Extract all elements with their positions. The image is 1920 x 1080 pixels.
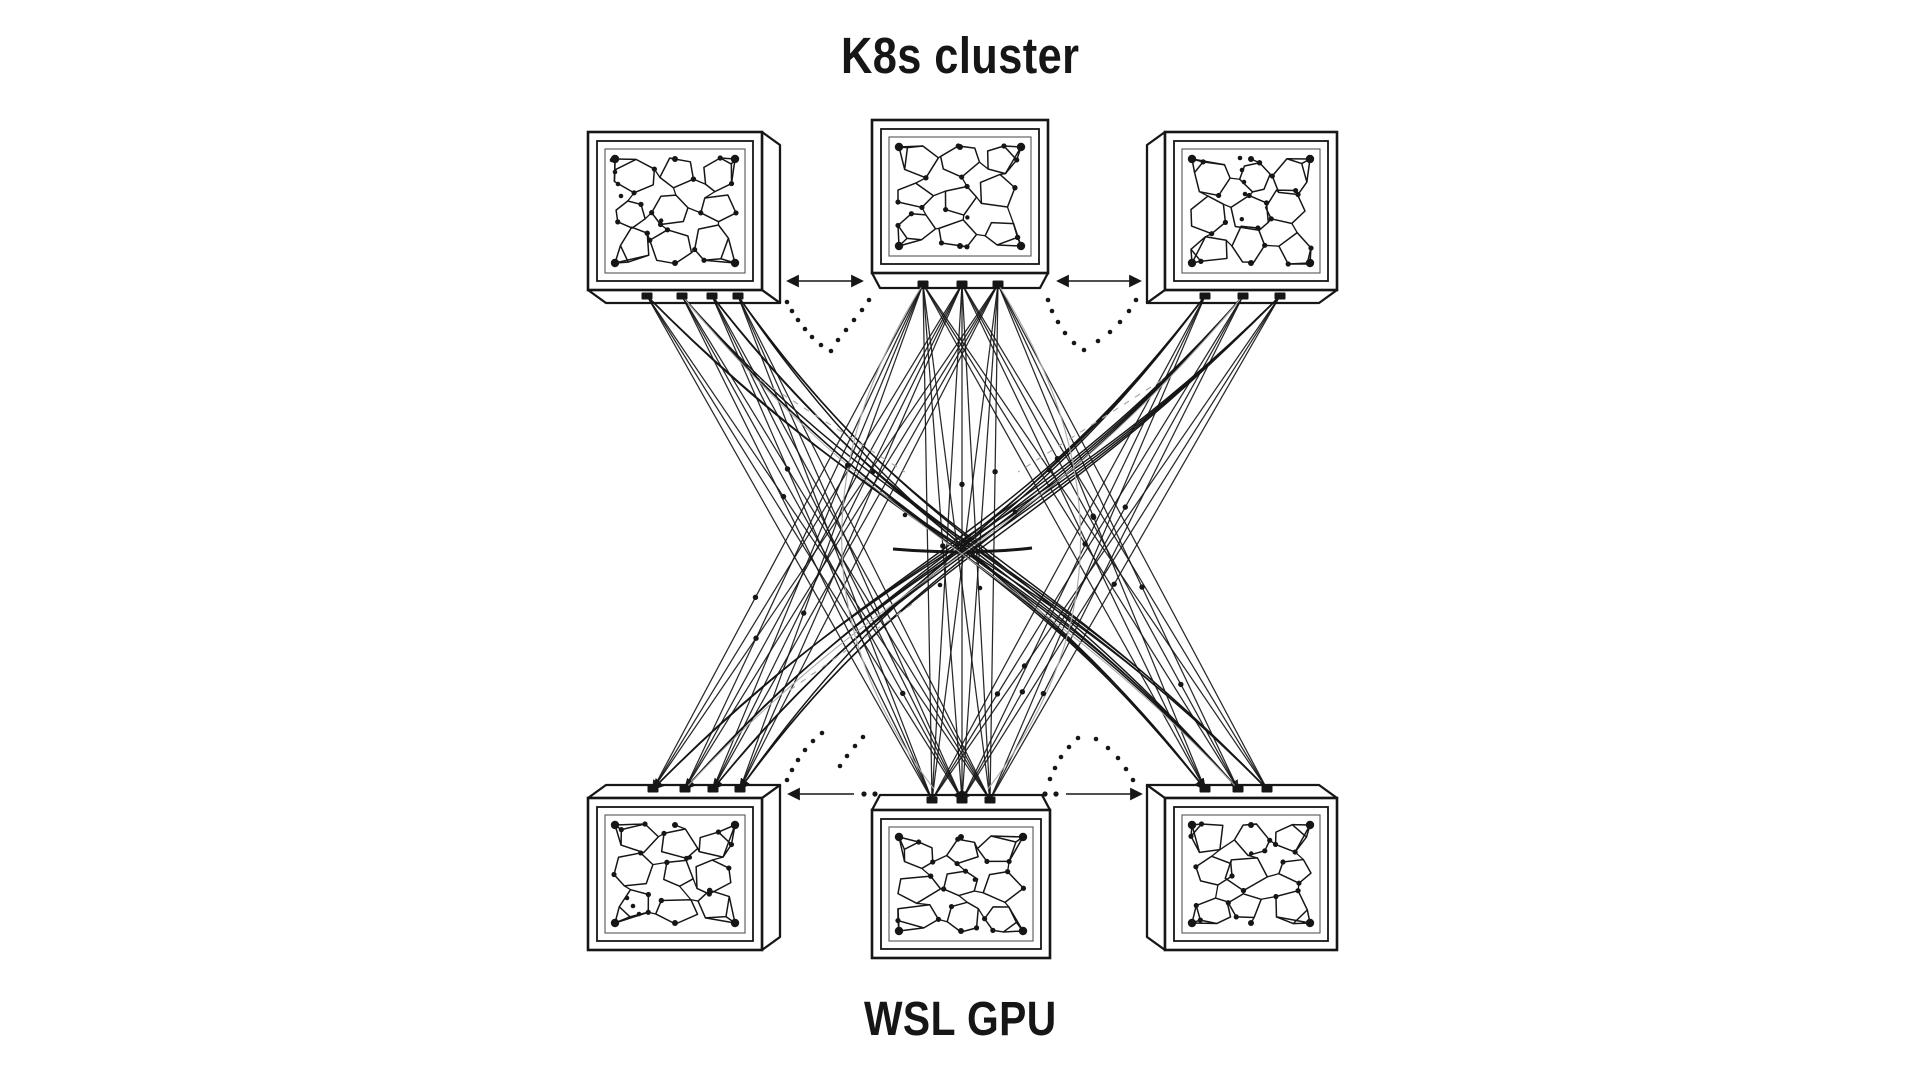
k8s-node-box-2: [870, 118, 1050, 290]
connector-pad: [1274, 292, 1286, 300]
k8s-node-box-3: [1145, 130, 1339, 305]
connector-pad: [917, 280, 929, 288]
connector-pads: [641, 280, 1286, 804]
connector-pad: [641, 292, 653, 300]
connector-pad: [926, 796, 938, 804]
connection-web: [646, 283, 1281, 802]
connector-pad: [676, 292, 688, 300]
k8s-cluster-label-text: K8s cluster: [840, 27, 1080, 84]
connector-pad: [1232, 785, 1244, 793]
connector-pad: [1199, 292, 1211, 300]
sync-arrows: [786, 274, 1143, 801]
connector-pad: [956, 796, 968, 804]
connector-pad: [984, 796, 996, 804]
connector-pad: [992, 280, 1004, 288]
wsl-gpu-box-1: [586, 783, 782, 952]
dotted-trails: [609, 155, 1248, 917]
connector-pad: [1199, 785, 1211, 793]
k8s-node-box-1: [586, 130, 782, 305]
connector-pad: [1237, 292, 1249, 300]
connector-pad: [707, 785, 719, 793]
wsl-gpu-label-text: WSL GPU: [863, 993, 1057, 1046]
k8s-cluster-label: K8s cluster: [0, 26, 1920, 85]
connector-pad: [647, 785, 659, 793]
connector-pad: [1261, 785, 1273, 793]
wsl-gpu-label: WSL GPU: [0, 992, 1920, 1047]
connector-pad: [732, 292, 744, 300]
connector-pad: [679, 785, 691, 793]
connector-pad: [734, 785, 746, 793]
connector-pad: [706, 292, 718, 300]
connector-pad: [956, 280, 968, 288]
wsl-gpu-box-3: [1145, 783, 1339, 952]
wsl-gpu-box-2: [870, 793, 1052, 960]
node-boxes: [586, 118, 1339, 960]
